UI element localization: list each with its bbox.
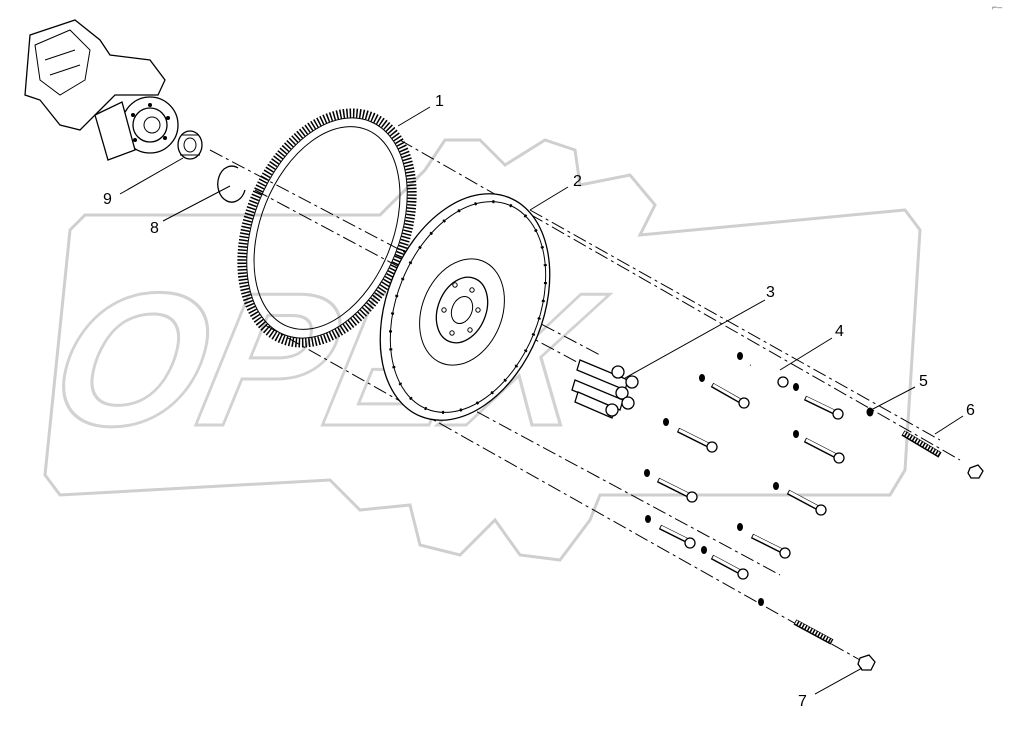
callout-9: 9 xyxy=(103,191,112,208)
callout-2: 2 xyxy=(573,173,582,190)
watermark-gear-outline xyxy=(43,138,922,562)
bolt xyxy=(656,477,698,503)
bolt xyxy=(676,427,718,453)
callouts: 1 2 3 4 5 6 7 8 9 xyxy=(103,93,975,710)
callout-8: 8 xyxy=(150,220,159,237)
washers xyxy=(644,352,799,606)
stud xyxy=(901,430,984,479)
corner-mark: ⌐– xyxy=(992,2,1002,12)
flywheel-bolts xyxy=(571,359,639,419)
clutch-bolts xyxy=(644,352,845,606)
callout-5: 5 xyxy=(919,373,928,390)
bolt xyxy=(710,554,749,580)
bolt xyxy=(803,395,844,420)
pilot-bearing xyxy=(177,130,203,160)
bolt xyxy=(658,524,696,549)
callout-1: 1 xyxy=(435,93,444,110)
bolt xyxy=(803,437,845,464)
callout-6: 6 xyxy=(966,402,975,419)
flywheel xyxy=(379,193,551,421)
bolt xyxy=(786,489,827,516)
crankshaft xyxy=(24,19,179,161)
bolt xyxy=(749,363,789,388)
callout-3: 3 xyxy=(766,284,775,301)
bolt xyxy=(750,533,791,559)
callout-4: 4 xyxy=(835,323,844,340)
snap-ring xyxy=(217,165,246,203)
callout-7: 7 xyxy=(798,693,807,710)
nut xyxy=(857,654,876,671)
lower-stud xyxy=(793,619,834,645)
bolt xyxy=(710,382,750,409)
leader-lines xyxy=(119,106,964,695)
